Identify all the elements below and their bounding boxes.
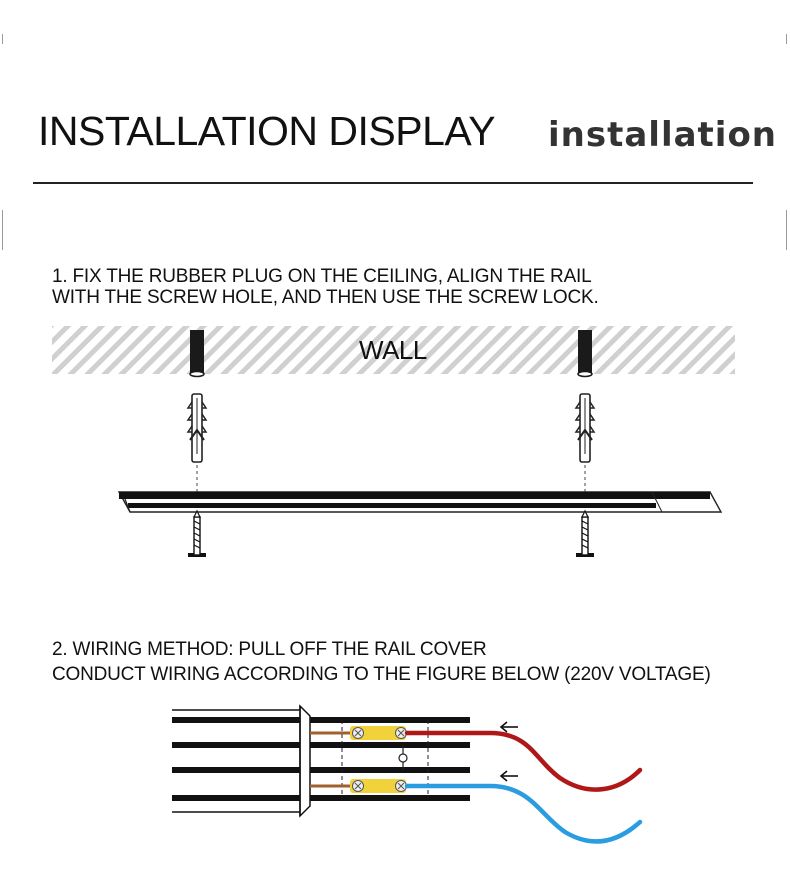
wall-hatch (52, 326, 735, 374)
track-rail (117, 491, 723, 513)
terminal-block-top (350, 726, 407, 740)
step2-line1: 2. WIRING METHOD: PULL OFF THE RAIL COVE… (52, 639, 487, 660)
header-divider (33, 182, 753, 184)
live-wire (404, 730, 643, 792)
page-subtitle: installation (548, 115, 778, 155)
step1-instruction: 1. FIX THE RUBBER PLUG ON THE CEILING, A… (52, 266, 599, 308)
arrow-left-icon (499, 721, 518, 733)
wiring-diagram (172, 704, 643, 844)
arrow-left-icon (499, 770, 518, 782)
wall-hole-left (189, 330, 205, 378)
screw-left (186, 509, 208, 557)
step2-instruction: 2. WIRING METHOD: PULL OFF THE RAIL COVE… (52, 637, 711, 687)
screw-right (574, 509, 596, 557)
corner-mark-top-right (786, 34, 787, 44)
neutral-wire (404, 783, 643, 844)
rubber-plug-left (187, 393, 207, 463)
wall-label: WALL (359, 335, 427, 365)
terminal-block-bottom (350, 779, 407, 793)
step2-line2: CONDUCT WIRING ACCORDING TO THE FIGURE B… (52, 664, 711, 685)
corner-mark-top-left (2, 34, 3, 44)
step1-line1: 1. FIX THE RUBBER PLUG ON THE CEILING, A… (52, 266, 592, 287)
wall-hole-right (577, 330, 593, 378)
page-title: INSTALLATION DISPLAY (38, 108, 496, 154)
section-mark-right (786, 210, 787, 250)
section-mark-left (2, 210, 3, 250)
rubber-plug-right (575, 393, 595, 463)
step1-line2: WITH THE SCREW HOLE, AND THEN USE THE SC… (52, 287, 599, 308)
